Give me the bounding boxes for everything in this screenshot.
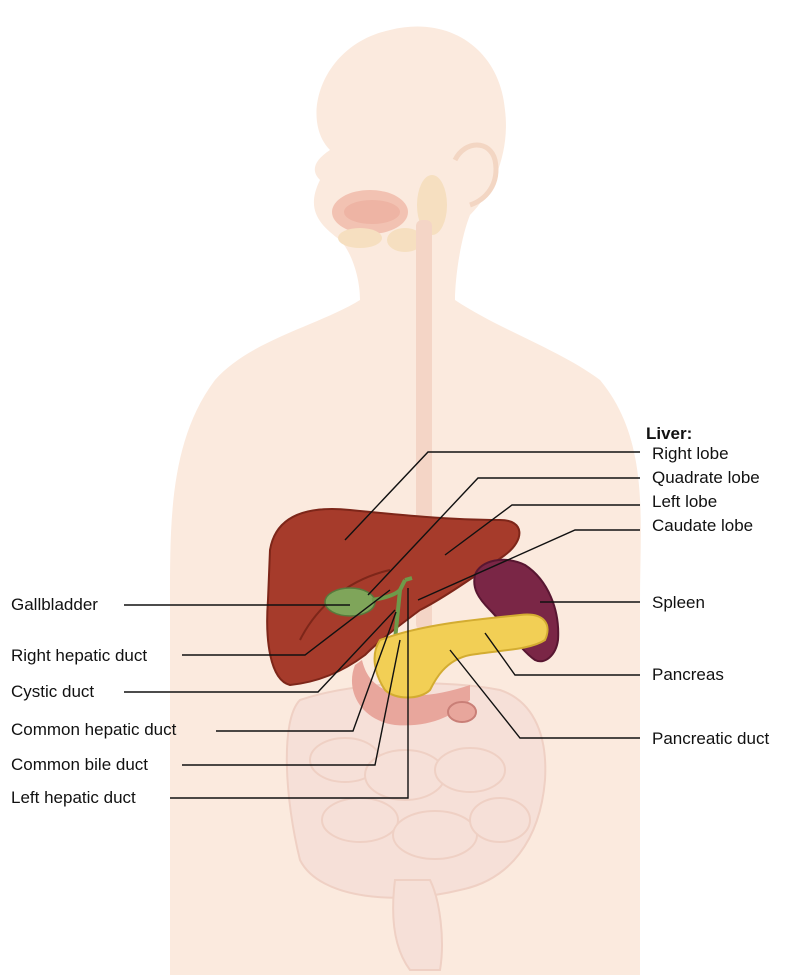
- liver-heading: Liver:: [646, 424, 692, 444]
- label-gallbladder: Gallbladder: [11, 595, 98, 615]
- intestine-lumen: [448, 702, 476, 722]
- label-cystic-duct: Cystic duct: [11, 682, 94, 702]
- label-right-lobe: Right lobe: [652, 444, 729, 464]
- label-spleen: Spleen: [652, 593, 705, 613]
- label-pancreas: Pancreas: [652, 665, 724, 685]
- label-pancreatic-duct: Pancreatic duct: [652, 729, 769, 749]
- label-left-hepatic-duct: Left hepatic duct: [11, 788, 136, 808]
- label-common-bile-duct: Common bile duct: [11, 755, 148, 775]
- label-left-lobe: Left lobe: [652, 492, 717, 512]
- gallbladder: [325, 588, 375, 616]
- label-caudate-lobe: Caudate lobe: [652, 516, 753, 536]
- tongue: [344, 200, 400, 224]
- label-quadrate-lobe: Quadrate lobe: [652, 468, 760, 488]
- label-common-hepatic-duct: Common hepatic duct: [11, 720, 176, 740]
- label-right-hepatic-duct: Right hepatic duct: [11, 646, 147, 666]
